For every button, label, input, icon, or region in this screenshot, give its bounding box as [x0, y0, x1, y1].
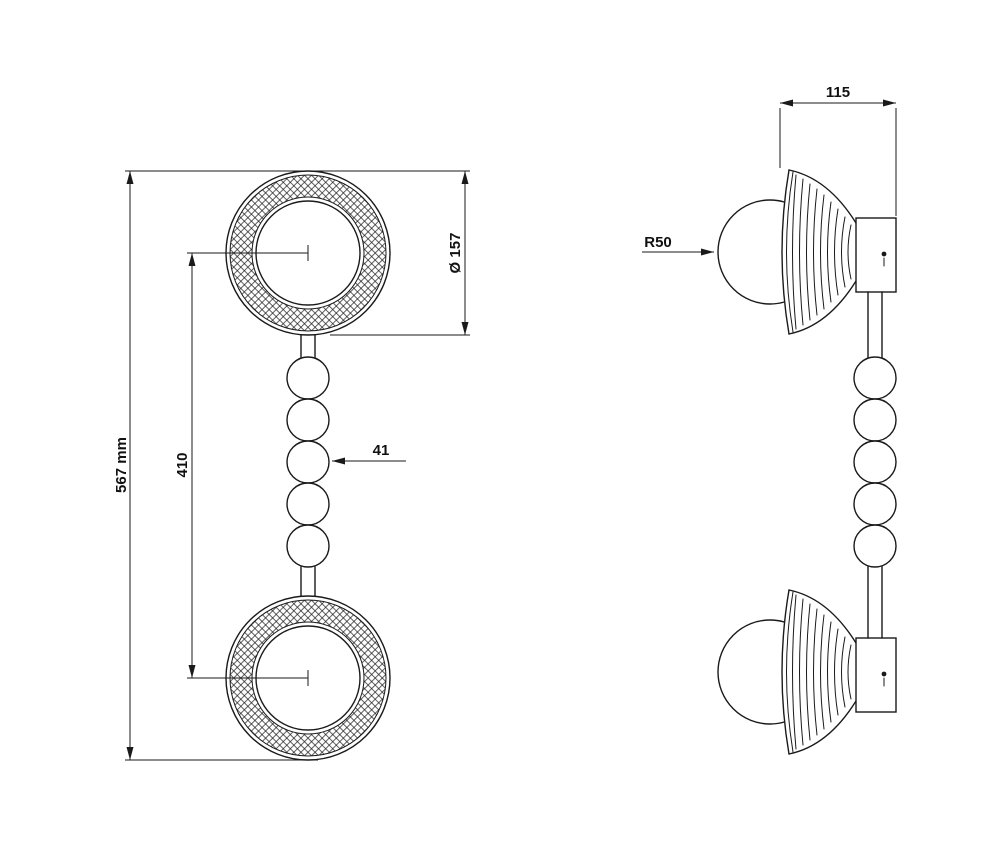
dim-shade-diameter: Ø 157	[330, 171, 470, 336]
side-dimensions: 115 R50	[642, 84, 897, 256]
center-distance-label: 410	[174, 452, 191, 477]
fixture-depth-label: 115	[826, 84, 850, 101]
front-view	[225, 170, 391, 761]
dim-bead-diameter: 41	[332, 442, 406, 465]
overall-height-label: 567 mm	[113, 437, 130, 493]
dim-center-distance: 410	[174, 245, 309, 686]
front-dimensions: 567 mm 410 Ø 157 41	[113, 170, 470, 761]
side-view	[718, 170, 897, 754]
dim-ball-radius: R50	[642, 234, 714, 256]
dim-fixture-depth: 115	[779, 84, 897, 216]
bead-diameter-label: 41	[373, 442, 390, 459]
side-bead-stem	[853, 291, 897, 639]
dim-overall-height: 567 mm	[113, 170, 470, 761]
shade-diameter-label: Ø 157	[447, 233, 464, 274]
side-fixture-bottom	[718, 590, 896, 754]
ball-radius-label: R50	[644, 234, 672, 251]
front-bead-stem	[286, 334, 330, 597]
side-fixture-top	[718, 170, 896, 334]
